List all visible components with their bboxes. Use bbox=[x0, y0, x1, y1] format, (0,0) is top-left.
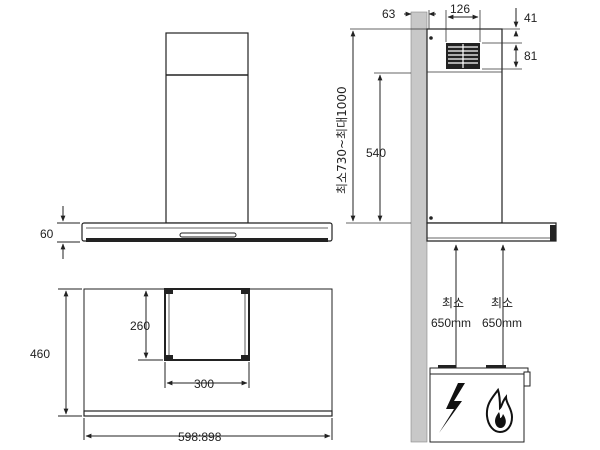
clearance-right-value: 650mm bbox=[482, 316, 522, 330]
top-view: 460 260 300 598:898 bbox=[30, 288, 333, 444]
duct-width-label: 126 bbox=[450, 2, 470, 16]
cooktop bbox=[429, 367, 529, 375]
front-chimney bbox=[165, 32, 249, 224]
wall-offset-label: 63 bbox=[382, 7, 396, 21]
wall bbox=[410, 11, 428, 443]
top-width-label: 598:898 bbox=[178, 430, 222, 444]
flame-icon bbox=[485, 387, 514, 434]
clearance-left-label: 최소 bbox=[442, 296, 464, 310]
chimney-width-label: 300 bbox=[194, 377, 214, 391]
clearance-left-value: 650mm bbox=[431, 316, 471, 330]
front-canopy-bottom bbox=[86, 238, 328, 242]
top-canopy-front-edge bbox=[83, 410, 333, 417]
clearance-right-label: 최소 bbox=[491, 296, 513, 310]
duct-height-label: 81 bbox=[524, 49, 538, 63]
duct-top-label: 41 bbox=[524, 11, 538, 25]
canopy-thickness-label: 60 bbox=[40, 227, 54, 241]
chimney-depth-label: 260 bbox=[130, 319, 150, 333]
lightning-icon bbox=[439, 383, 465, 433]
front-control-bar bbox=[179, 232, 237, 238]
front-view: 60 bbox=[40, 32, 333, 259]
mount-height-label: 540 bbox=[366, 146, 386, 160]
chimney-height-label: 최소730~최대1000 bbox=[335, 86, 349, 194]
top-chimney bbox=[164, 288, 250, 361]
top-depth-label: 460 bbox=[30, 347, 50, 361]
side-view: 63 126 41 81 최소730~최대1000 540 최소 650mm 최… bbox=[335, 2, 557, 443]
